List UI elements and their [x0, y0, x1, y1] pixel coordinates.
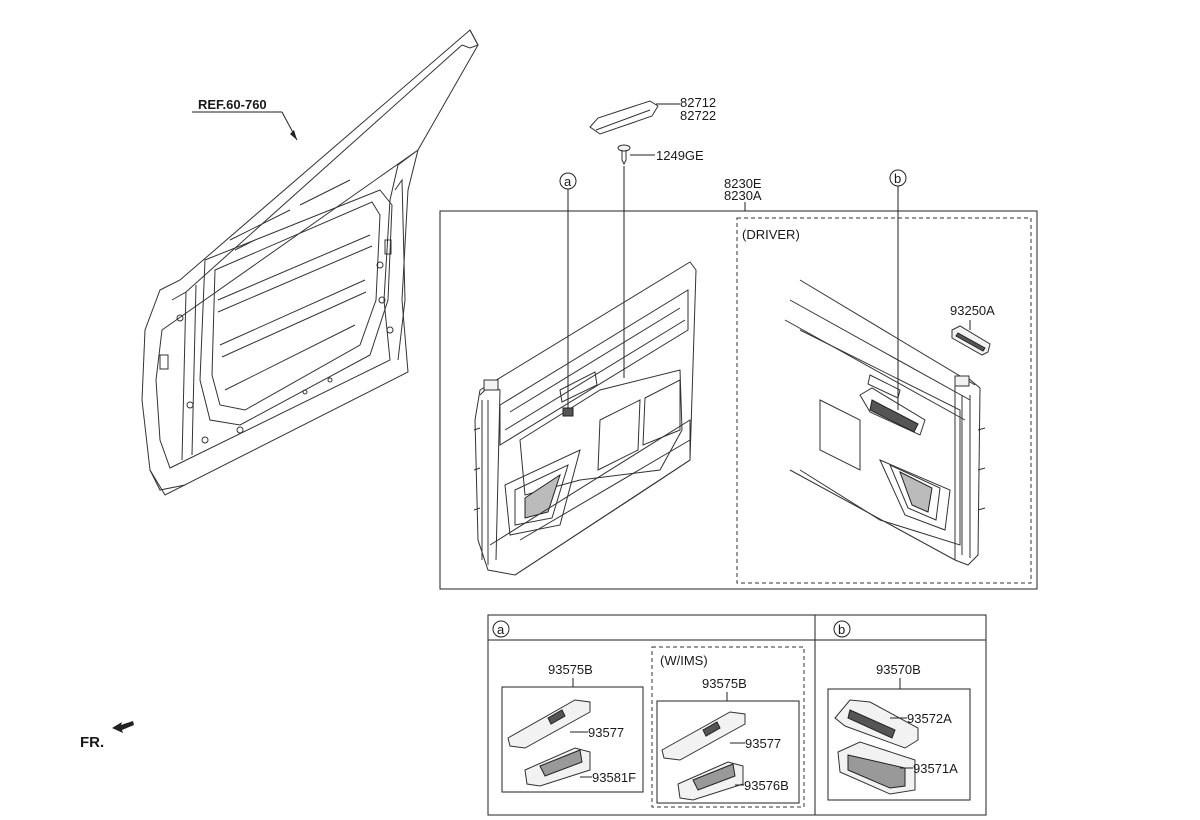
door-trim-panel-illustration: [473, 261, 697, 576]
detail-b-letter: b: [838, 622, 845, 637]
driver-section-frame: [736, 217, 1032, 584]
callout-b-letter: b: [894, 171, 901, 186]
label-b-93570B: 93570B: [876, 662, 921, 677]
door-trim-panel-frame: [439, 210, 1038, 590]
ref-label: REF.60-760: [198, 97, 267, 112]
label-1249GE: 1249GE: [656, 148, 704, 163]
label-93250A: 93250A: [950, 303, 995, 318]
fr-arrow-icon: [112, 721, 134, 733]
label-a-93575B: 93575B: [548, 662, 593, 677]
label-w-93575B: 93575B: [702, 676, 747, 691]
detail-box: [487, 614, 987, 816]
switch-a-illustration: [507, 699, 591, 787]
label-b-93571A: 93571A: [913, 761, 958, 776]
trim-garnish-illustration: [589, 100, 659, 135]
detail-a-letter: a: [497, 622, 505, 637]
label-w-93576B: 93576B: [744, 778, 789, 793]
wims-section-frame: [651, 646, 805, 808]
label-82722: 82722: [680, 108, 716, 123]
ref-arrow-head: [290, 130, 297, 140]
door-frame-illustration: [141, 29, 479, 496]
switch-assy-box-w: [656, 700, 800, 804]
wims-label: (W/IMS): [660, 653, 708, 668]
fr-direction-label: FR.: [80, 734, 104, 751]
label-a-93577: 93577: [588, 725, 624, 740]
driver-label: (DRIVER): [742, 227, 800, 242]
label-b-93572A: 93572A: [907, 711, 952, 726]
detail-b-circle: [833, 620, 851, 638]
switch-assy-box-a: [501, 686, 644, 793]
switch-93250A-illustration: [951, 325, 991, 356]
detail-a-circle: [492, 620, 510, 638]
switch-w-illustration: [661, 711, 746, 801]
label-8230A: 8230A: [724, 188, 762, 203]
switch-assy-box-b: [827, 688, 971, 801]
switch-b-illustration: [834, 699, 919, 795]
label-w-93577: 93577: [745, 736, 781, 751]
driver-door-trim-illustration: [784, 279, 986, 566]
label-82712: 82712: [680, 95, 716, 110]
label-8230E: 8230E: [724, 176, 762, 191]
callout-a-letter: a: [564, 174, 572, 189]
screw-illustration: [617, 144, 631, 166]
label-a-93581F: 93581F: [592, 770, 636, 785]
